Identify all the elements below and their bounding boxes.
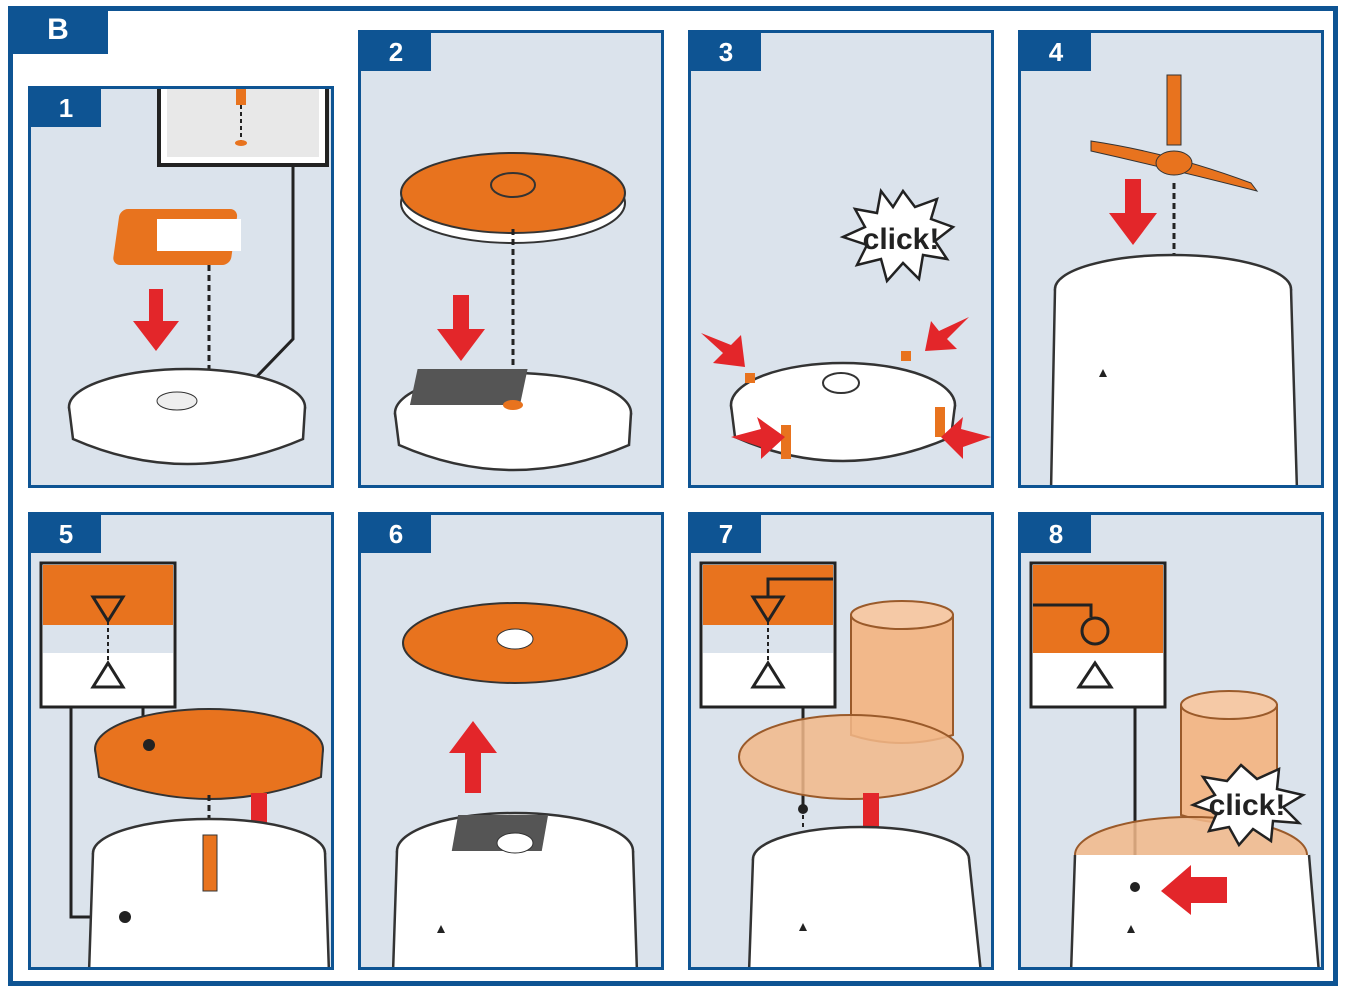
click-text: click! (1209, 789, 1286, 822)
step-2-illustration (393, 152, 633, 472)
step-panel-3: 3 click! (688, 30, 994, 488)
click-burst (839, 187, 956, 284)
arrow-right-top (925, 317, 969, 351)
step-panel-8: 8 click! (1018, 512, 1324, 970)
step-number-4: 4 (1021, 33, 1091, 71)
lid (738, 714, 964, 800)
step-number-3: 3 (691, 33, 761, 71)
step-panel-6: 6 (358, 512, 664, 970)
triangle-up-icon (1076, 660, 1114, 689)
triangle-down-icon (90, 595, 126, 624)
blade-shaft (1166, 74, 1182, 146)
up-arrow (449, 721, 497, 793)
click-burst (1189, 763, 1307, 848)
arrow-left-top (701, 333, 745, 367)
down-arrow (1109, 179, 1157, 245)
step-number-7: 7 (691, 515, 761, 553)
step-1-illustration (67, 89, 329, 466)
step-8-illustration: click! (1029, 561, 1320, 967)
click-text: click! (863, 223, 940, 256)
step-panel-4: 4 (1018, 30, 1324, 488)
step-6-illustration (391, 602, 639, 967)
triangle-up-icon (750, 660, 786, 689)
arrow-right-bottom (941, 417, 991, 459)
inset-slot (236, 89, 246, 105)
step-panel-2: 2 (358, 30, 664, 488)
step-panel-5: 5 (28, 512, 334, 970)
step-3-illustration: click! (701, 187, 991, 463)
grid-mesh (157, 219, 241, 251)
bowl (1049, 288, 1299, 485)
step-number-6: 6 (361, 515, 431, 553)
down-arrow (133, 289, 179, 351)
step-5-illustration (39, 561, 331, 967)
section-label: B (8, 6, 108, 54)
lock-circle-icon (1080, 616, 1110, 646)
step-4-illustration (1049, 74, 1299, 485)
down-arrow (437, 295, 485, 361)
step-7-illustration (699, 561, 982, 967)
step-number-2: 2 (361, 33, 431, 71)
step-number-5: 5 (31, 515, 101, 553)
step-panel-7: 7 (688, 512, 994, 970)
triangle-up-icon (90, 660, 126, 689)
step-panel-1: 1 (28, 86, 334, 488)
step-number-8: 8 (1021, 515, 1091, 553)
step-number-1: 1 (31, 89, 101, 127)
triangle-down-icon (750, 595, 786, 624)
arrow-left-bottom (731, 417, 785, 459)
left-arrow (1161, 865, 1227, 915)
